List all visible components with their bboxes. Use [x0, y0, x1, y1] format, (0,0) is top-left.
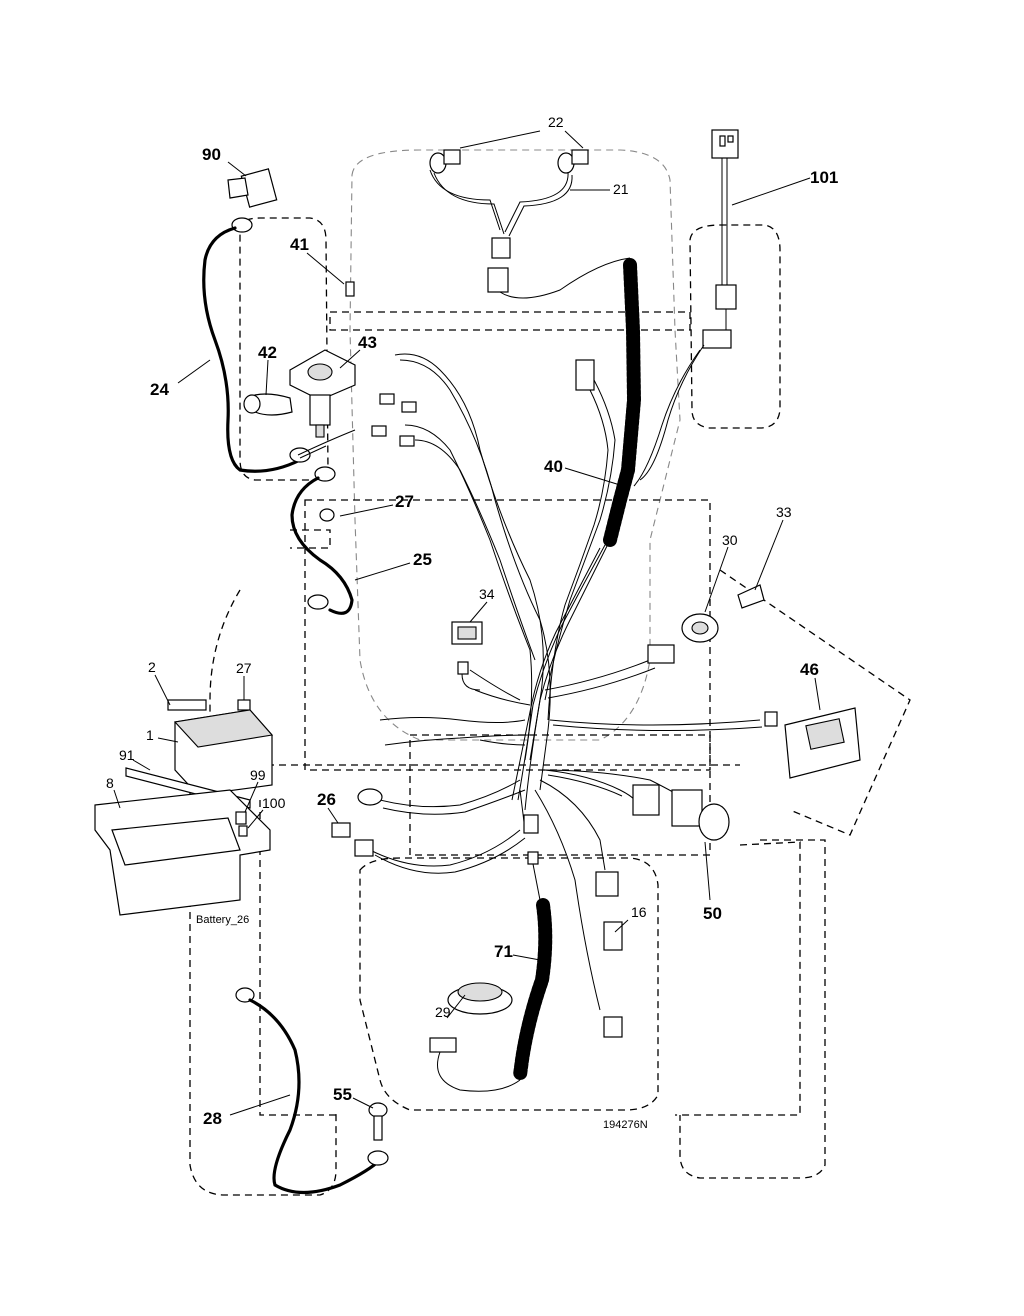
bolt-2 [167, 699, 207, 711]
bolt-41 [345, 281, 355, 297]
switch-50-knob [698, 803, 730, 841]
callout-27-top: 27 [395, 492, 414, 511]
headlight-plug [487, 267, 509, 293]
switch-50-body [671, 789, 703, 827]
nut-27-battery [237, 699, 251, 711]
callout-40: 40 [544, 457, 563, 476]
key-33 [737, 584, 765, 609]
callout-34: 34 [479, 586, 495, 602]
callout-41: 41 [290, 235, 309, 254]
washer-100 [238, 825, 248, 837]
figure-code: 194276N [603, 1119, 648, 1131]
callout-29: 29 [435, 1004, 451, 1020]
connector-16-body [603, 921, 623, 951]
connector-50 [632, 784, 660, 816]
switch-101 [633, 129, 739, 487]
headlight-assembly [429, 149, 631, 299]
connector-bottom [603, 1016, 623, 1038]
fuse-holder [354, 839, 374, 857]
callout-26: 26 [317, 790, 336, 809]
callout-16: 16 [631, 904, 647, 920]
nut-27-top [319, 508, 335, 522]
battery-cables [202, 217, 389, 1195]
callout-25: 25 [413, 550, 432, 569]
fuse-26 [331, 788, 383, 857]
callout-33: 33 [776, 504, 792, 520]
cable-25-ring-top [314, 466, 336, 482]
solenoid-assembly [243, 281, 356, 522]
ignition-switch-assembly [647, 584, 765, 664]
callout-90: 90 [202, 145, 221, 164]
battery-tray-text: Battery_26 [196, 914, 249, 926]
cable-25-ring-bottom [307, 594, 329, 610]
switch-50 [632, 784, 730, 841]
cable-24-ring-top [231, 217, 253, 233]
switch-34 [451, 621, 483, 691]
callout-1: 1 [146, 727, 154, 743]
callout-50: 50 [703, 904, 722, 923]
bolt-99 [235, 811, 247, 825]
callout-101: 101 [810, 168, 838, 187]
callout-91: 91 [119, 747, 135, 763]
ground-ring [357, 788, 383, 806]
callout-42: 42 [258, 343, 277, 362]
battery-assembly [94, 699, 274, 916]
callout-labels: 90 22 21 101 41 42 43 24 40 27 25 33 30 … [106, 114, 838, 1128]
callout-8: 8 [106, 775, 114, 791]
upper-connectors [371, 359, 595, 447]
callout-99: 99 [250, 767, 266, 783]
switch-101-plug [702, 329, 732, 349]
callout-43: 43 [358, 333, 377, 352]
harness-wires [369, 353, 763, 1011]
callout-100: 100 [262, 795, 286, 811]
connector-16 [595, 871, 623, 1038]
callout-55: 55 [333, 1085, 352, 1104]
callout-28: 28 [203, 1109, 222, 1128]
connector-lower [595, 871, 619, 897]
headlight-socket-left [443, 149, 461, 165]
callout-27-battery: 27 [236, 660, 252, 676]
cable-28-ring-bottom [367, 1150, 389, 1166]
part-90-terminal-boot [227, 168, 278, 208]
callout-71: 71 [494, 942, 513, 961]
headlight-connector [491, 237, 511, 259]
callout-46: 46 [800, 660, 819, 679]
callout-22: 22 [548, 114, 564, 130]
switch-101-connector [715, 284, 737, 310]
leader-lines [113, 130, 821, 1116]
main-harness-conduit [603, 258, 642, 547]
module-46 [764, 707, 861, 779]
callout-21: 21 [613, 181, 629, 197]
callout-24: 24 [150, 380, 169, 399]
callout-2: 2 [148, 659, 156, 675]
lower-conduit-71 [429, 814, 553, 1092]
ignition-connector [647, 644, 675, 664]
fuse-26-body [331, 822, 351, 838]
harness-plug-upper [575, 359, 595, 391]
headlight-socket-right [571, 149, 589, 165]
callout-30: 30 [722, 532, 738, 548]
horn-connector [429, 1037, 457, 1053]
bolt-55 [368, 1102, 388, 1141]
